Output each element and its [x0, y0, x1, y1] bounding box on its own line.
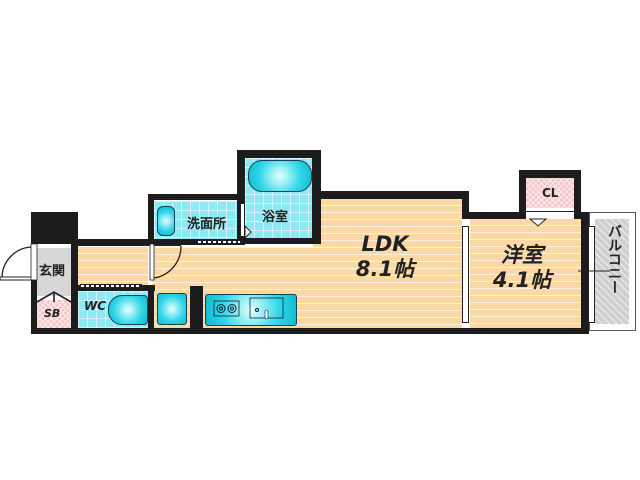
washbasin-icon — [157, 206, 175, 236]
senmenjo-sliding-door[interactable] — [197, 240, 241, 244]
wall — [148, 239, 245, 245]
cl-label: CL — [542, 186, 559, 200]
entrance-door[interactable] — [0, 243, 40, 284]
shoe-box-floor — [37, 300, 71, 328]
sink-icon — [249, 297, 284, 320]
refrigerator-space-icon — [157, 293, 187, 325]
wall — [31, 244, 37, 334]
yoshitsu-label: 洋室 4.1帖 — [482, 243, 562, 293]
ldk-name: LDK — [361, 232, 409, 256]
ldk-size: 8.1帖 — [355, 257, 415, 281]
ldk-window[interactable] — [462, 226, 469, 323]
wc-sliding-door[interactable] — [80, 284, 142, 288]
balcony-label: バルコニー — [606, 224, 622, 294]
senmenjo-label: 洗面所 — [187, 217, 227, 232]
wall — [519, 170, 526, 219]
wall — [148, 194, 240, 200]
hall-door[interactable] — [148, 243, 188, 284]
bathtub-icon — [248, 160, 312, 192]
wall — [321, 191, 469, 199]
genkan-label: 玄関 — [39, 264, 66, 279]
wall — [519, 170, 581, 178]
wall — [237, 150, 321, 158]
wall — [148, 194, 154, 246]
yoshitsu-floor — [470, 219, 586, 329]
closet-door[interactable] — [526, 208, 574, 212]
wall — [574, 170, 581, 219]
wc-label: WC — [84, 299, 107, 313]
wall — [245, 238, 321, 244]
closet-door-arrow-icon — [528, 218, 548, 227]
toilet-icon — [108, 295, 148, 325]
balcony-threshold-mark — [578, 270, 610, 272]
genkan-floor — [37, 248, 71, 296]
ldk-label: LDK 8.1帖 — [340, 232, 430, 282]
wall — [237, 150, 245, 244]
wall — [148, 285, 154, 334]
wall — [462, 212, 520, 219]
wall — [71, 285, 155, 291]
sb-label: SB — [44, 307, 61, 320]
entrance-pillar — [31, 212, 78, 244]
genkan-step-mark — [36, 291, 72, 303]
wall — [462, 191, 469, 219]
yoshitsu-size: 4.1帖 — [492, 268, 552, 292]
closet-floor — [526, 178, 574, 208]
wall — [78, 239, 158, 246]
wall — [312, 150, 321, 244]
yokushitsu-label: 浴室 — [262, 210, 289, 225]
bath-door-arrow-icon — [244, 224, 252, 240]
wall — [31, 328, 586, 334]
balcony-floor — [595, 219, 629, 324]
yokushitsu-door[interactable] — [240, 203, 245, 237]
kitchen-partition — [190, 286, 203, 330]
balcony-window[interactable] — [588, 226, 595, 323]
hallway-floor — [78, 247, 148, 285]
wall — [581, 212, 589, 334]
yoshitsu-name: 洋室 — [501, 243, 543, 267]
stove-burners-icon — [213, 300, 240, 317]
